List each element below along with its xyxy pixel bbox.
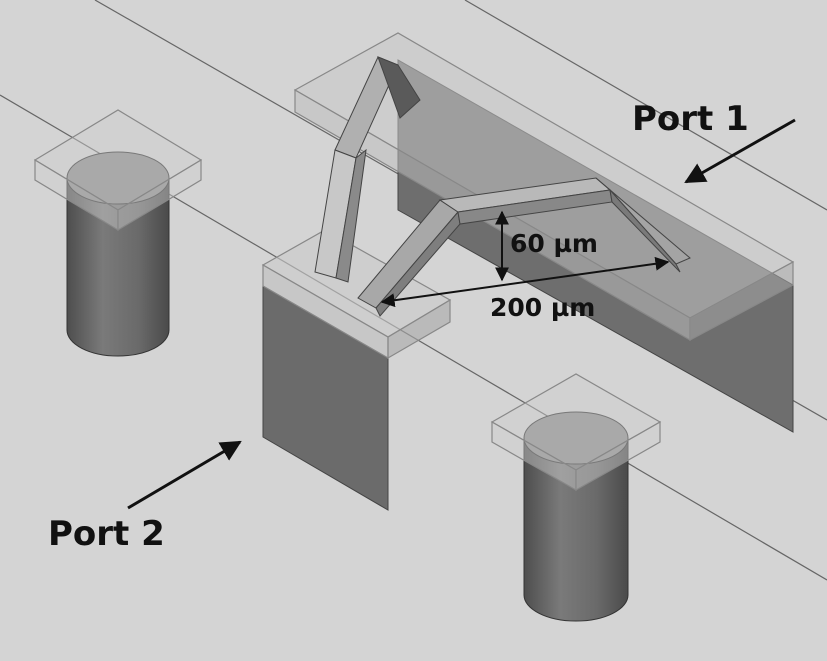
port2-block bbox=[261, 229, 452, 511]
port1-arrow bbox=[684, 118, 796, 184]
vertical-beam bbox=[314, 56, 421, 283]
dim-length-arrow bbox=[380, 256, 670, 308]
dim-height-label: 60 µm bbox=[510, 229, 598, 258]
port1-label: Port 1 bbox=[632, 99, 749, 139]
left-pad bbox=[33, 109, 203, 232]
left-via-cylinder bbox=[66, 151, 170, 357]
port2-label: Port 2 bbox=[48, 514, 165, 554]
port-arrows bbox=[127, 118, 796, 510]
dim-length-label: 200 µm bbox=[490, 293, 595, 322]
port2-arrow bbox=[127, 440, 242, 510]
right-via-cylinder bbox=[523, 411, 629, 622]
dimension-arrows bbox=[380, 210, 670, 308]
right-pad bbox=[490, 373, 662, 492]
